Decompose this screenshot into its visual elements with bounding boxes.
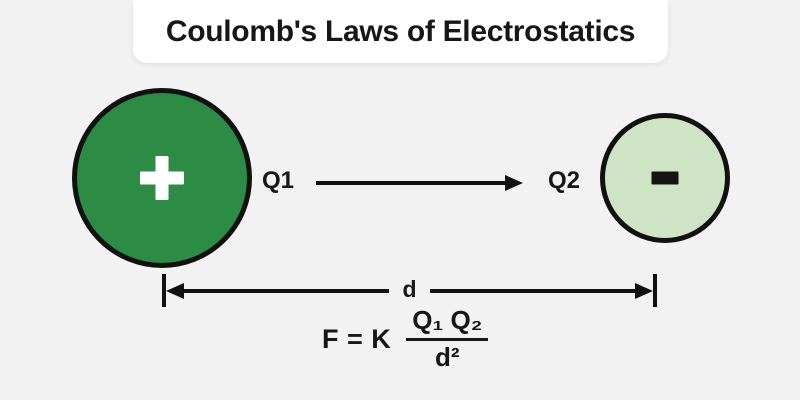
formula-prefix: F = K: [322, 323, 392, 354]
dimension-tick-right: [653, 274, 657, 307]
fraction-denominator: d²: [434, 341, 460, 372]
fraction-numerator: Q₁ Q₂: [412, 305, 483, 335]
coulomb-formula: F = K Q₁ Q₂ d²: [322, 305, 489, 373]
charge2-label: Q2: [548, 167, 581, 194]
minus-icon: [651, 171, 679, 185]
fraction-bar: [406, 337, 489, 341]
force-arrow: [316, 175, 523, 191]
force-arrow-shaft: [316, 181, 505, 185]
distance-label: d: [402, 276, 417, 302]
arrowhead-left-icon: [166, 282, 184, 299]
plus-icon-vertical-bar: [155, 156, 169, 200]
charge1-label: Q1: [262, 167, 295, 194]
arrowhead-right-icon: [635, 282, 653, 299]
plus-icon: [77, 93, 247, 263]
dimension-tick-left: [162, 274, 166, 307]
dimension-line-left-segment: [184, 288, 390, 293]
title-card: Coulomb's Laws of Electrostatics: [133, 0, 668, 63]
dimension-line-right-segment: [429, 288, 635, 293]
negative-charge-circle: [600, 113, 730, 243]
page-title: Coulomb's Laws of Electrostatics: [165, 14, 636, 48]
arrowhead-right-icon: [505, 175, 523, 191]
distance-dimension: d: [162, 274, 657, 307]
positive-charge-circle: [72, 88, 252, 268]
formula-fraction: Q₁ Q₂ d²: [406, 305, 489, 373]
